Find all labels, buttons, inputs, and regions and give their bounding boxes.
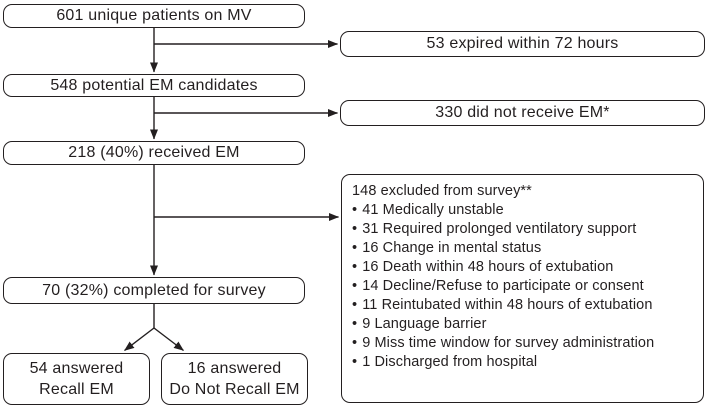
flow-box-label: 70 (32%) completed for survey xyxy=(42,281,266,299)
excluded-item-text: 1 Discharged from hospital xyxy=(362,354,538,370)
excluded-list-item: •41 Medically unstable xyxy=(352,201,504,220)
flow-box-expired: 53 expired within 72 hours xyxy=(340,31,705,57)
excluded-list-item: •9 Miss time window for survey administr… xyxy=(352,334,654,353)
excluded-list-item: •1 Discharged from hospital xyxy=(352,353,537,372)
excluded-item-text: 31 Required prolonged ventilatory suppor… xyxy=(362,221,637,237)
flow-box-patients-on-mv: 601 unique patients on MV xyxy=(3,4,305,28)
excluded-list-item: •11 Reintubated within 48 hours of extub… xyxy=(352,296,653,315)
excluded-item-text: 41 Medically unstable xyxy=(362,202,504,218)
bullet-icon: • xyxy=(352,240,358,256)
bullet-icon: • xyxy=(352,316,358,332)
excluded-item-text: 11 Reintubated within 48 hours of extuba… xyxy=(362,297,653,313)
bullet-icon: • xyxy=(352,335,358,351)
flow-box-no-recall-em: 16 answered Do Not Recall EM xyxy=(161,353,308,405)
flow-box-label: 601 unique patients on MV xyxy=(56,7,252,24)
excluded-item-text: 16 Change in mental status xyxy=(362,240,542,256)
excluded-title: 148 excluded from survey** xyxy=(352,183,532,199)
bullet-icon: • xyxy=(352,354,358,370)
bullet-icon: • xyxy=(352,297,358,313)
excluded-list-item: •14 Decline/Refuse to participate or con… xyxy=(352,277,644,296)
flow-box-label: 53 expired within 72 hours xyxy=(426,35,619,52)
flow-box-label: 218 (40%) received EM xyxy=(68,144,240,161)
flow-box-excluded-from-survey: 148 excluded from survey** •41 Medically… xyxy=(341,174,704,403)
excluded-list-item: •9 Language barrier xyxy=(352,315,487,334)
flow-box-label: 548 potential EM candidates xyxy=(50,76,258,94)
excluded-item-text: 14 Decline/Refuse to participate or cons… xyxy=(362,278,644,294)
bullet-icon: • xyxy=(352,278,358,294)
flow-box-label-line1: 16 answered xyxy=(187,360,282,377)
bullet-icon: • xyxy=(352,202,358,218)
arrow-to-recall xyxy=(124,327,155,352)
flow-box-no-em: 330 did not receive EM* xyxy=(340,100,705,126)
flow-box-label-line2: Do Not Recall EM xyxy=(169,381,300,398)
bullet-icon: • xyxy=(352,221,358,237)
excluded-list-item: •16 Death within 48 hours of extubation xyxy=(352,258,613,277)
flow-box-completed-survey: 70 (32%) completed for survey xyxy=(3,277,305,304)
flow-box-received-em: 218 (40%) received EM xyxy=(3,141,305,165)
flow-box-label-line2: Recall EM xyxy=(39,381,114,398)
excluded-item-text: 16 Death within 48 hours of extubation xyxy=(362,259,614,275)
flow-box-label: 330 did not receive EM* xyxy=(435,104,610,121)
bullet-icon: • xyxy=(352,259,358,275)
arrow-to-no-recall xyxy=(153,327,184,352)
excluded-list-item: •31 Required prolonged ventilatory suppo… xyxy=(352,220,636,239)
flow-box-em-candidates: 548 potential EM candidates xyxy=(3,74,305,97)
flow-box-recall-em: 54 answered Recall EM xyxy=(3,353,150,405)
excluded-item-text: 9 Language barrier xyxy=(362,316,487,332)
flow-box-label-line1: 54 answered xyxy=(29,360,124,377)
excluded-item-text: 9 Miss time window for survey administra… xyxy=(362,335,655,351)
excluded-list-item: •16 Change in mental status xyxy=(352,239,541,258)
